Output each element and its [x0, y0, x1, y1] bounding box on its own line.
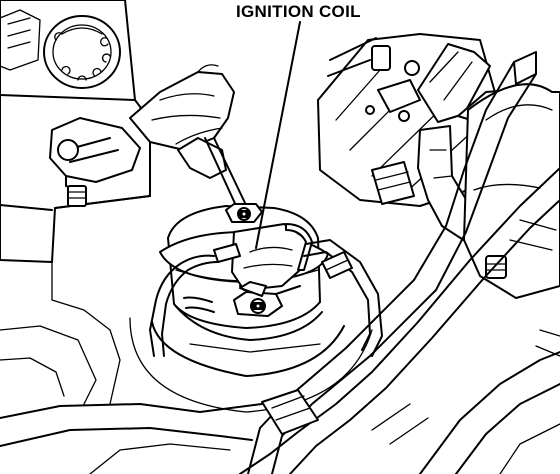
battery-cable: [129, 64, 235, 151]
large-heater-hose: [239, 167, 560, 474]
battery-terminal-clamp: [49, 117, 141, 207]
high-tension-lead: [303, 239, 383, 357]
lower-engine-hoses: [0, 329, 560, 474]
coil-tower-boot: [231, 223, 313, 297]
ignition-coil-callout-label: IGNITION COIL: [236, 2, 361, 21]
engine-side-panel: [0, 261, 121, 405]
coil-lower-terminal: [233, 281, 283, 317]
coolant-reservoir: [463, 83, 560, 299]
primary-wire-lead: [149, 243, 241, 357]
coil-bracket: [177, 137, 247, 211]
coil-top-terminal: [225, 203, 263, 223]
callout-leader-line: [255, 21, 301, 249]
battery-cap: [43, 15, 121, 89]
